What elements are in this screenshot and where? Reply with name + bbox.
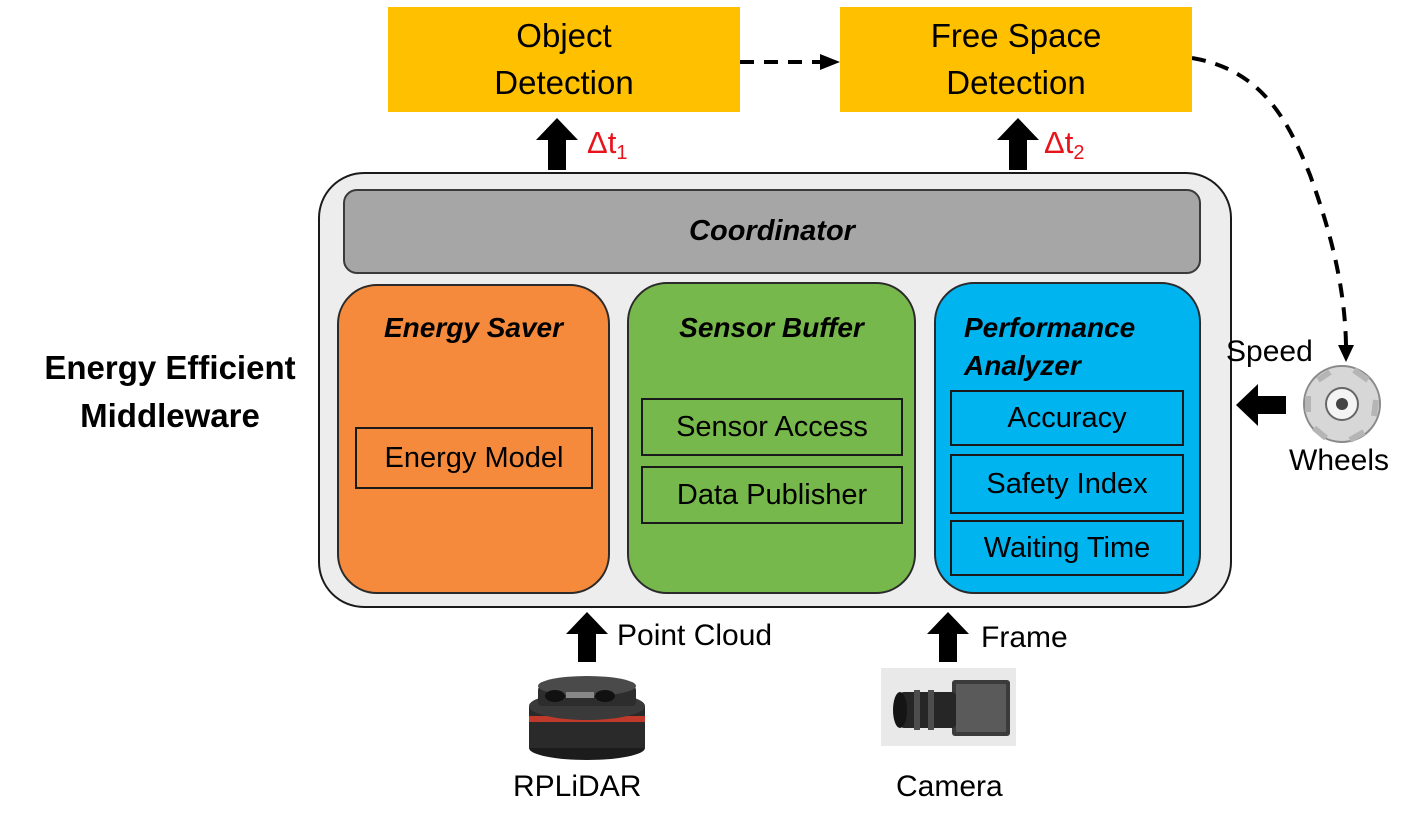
- sensor-access-box: Sensor Access: [641, 398, 903, 456]
- middleware-side-label: Energy Efficient Middleware: [44, 349, 296, 434]
- speed-label: Speed: [1226, 335, 1313, 368]
- sensor-buffer-panel: Sensor Buffer Sensor Access Data Publish…: [627, 282, 916, 594]
- up-arrow-dt1: [536, 118, 578, 170]
- coordinator-bar: Coordinator: [343, 189, 1201, 274]
- point-cloud-label: Point Cloud: [617, 619, 773, 652]
- delta-t1-text: Δt: [587, 125, 617, 160]
- data-publisher-box: Data Publisher: [641, 466, 903, 524]
- dashed-curve-fsd-to-wheels: [1191, 56, 1348, 346]
- dashed-arrowhead-fsd: [820, 54, 840, 70]
- frame-label: Frame: [981, 621, 1068, 654]
- delta-t2-text: Δt: [1044, 125, 1074, 160]
- energy-model-box: Energy Model: [355, 427, 593, 489]
- delta-t2-label: Δt2: [1044, 125, 1084, 165]
- rplidar-label: RPLiDAR: [513, 770, 642, 803]
- safety-index-box: Safety Index: [950, 454, 1184, 514]
- object-detection-box: Object Detection: [388, 7, 740, 112]
- wheels-label: Wheels: [1289, 444, 1390, 477]
- delta-t1-label: Δt1: [587, 125, 627, 165]
- delta-t2-sub: 2: [1073, 142, 1085, 164]
- dashed-arrowhead-wheels: [1338, 345, 1354, 362]
- sensor-buffer-title: Sensor Buffer: [679, 312, 864, 343]
- free-space-detection-box: Free Space Detection: [840, 7, 1192, 112]
- camera-label: Camera: [896, 770, 1003, 803]
- up-arrow-frame: [927, 612, 969, 662]
- energy-saver-title: Energy Saver: [384, 312, 563, 343]
- accuracy-box: Accuracy: [950, 390, 1184, 446]
- up-arrow-point-cloud: [566, 612, 608, 662]
- delta-t1-sub: 1: [616, 142, 628, 164]
- waiting-time-box: Waiting Time: [950, 520, 1184, 576]
- performance-analyzer-title: Performance Analyzer: [964, 312, 1136, 381]
- performance-analyzer-panel: Performance Analyzer Accuracy Safety Ind…: [934, 282, 1201, 594]
- up-arrow-dt2: [997, 118, 1039, 170]
- energy-saver-panel: Energy Saver Energy Model: [337, 284, 610, 594]
- left-arrow-speed: [1236, 384, 1286, 426]
